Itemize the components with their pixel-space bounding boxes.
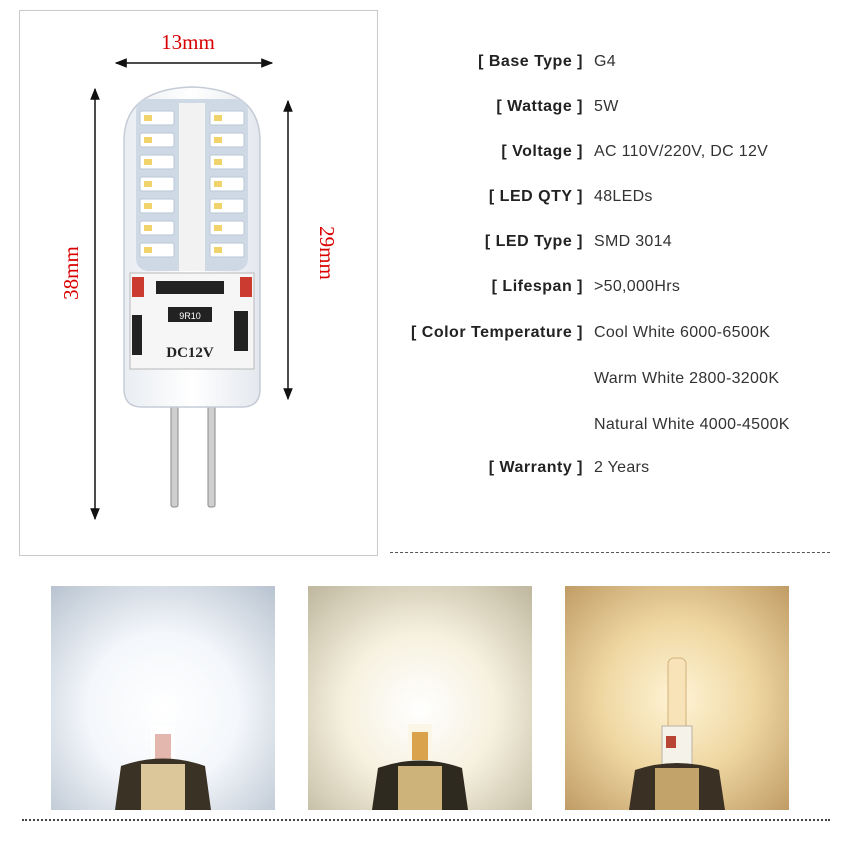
body-dimension-label: 29mm (315, 226, 339, 280)
bulb-pin-right (207, 394, 216, 508)
spec-value: >50,000Hrs (594, 278, 681, 295)
natural-white-photo (308, 586, 532, 810)
spec-row: [ Color Temperature ] Cool White 6000-650… (380, 321, 840, 345)
height-dimension-label: 38mm (59, 246, 83, 300)
led-core (136, 99, 248, 271)
cool-white-photo (51, 586, 275, 810)
width-dimension-label: 13mm (161, 30, 215, 54)
spec-value: 2 Years (594, 459, 650, 476)
bulb-pin-left (170, 394, 179, 508)
spec-row: Warm White 2800-3200K (380, 367, 840, 391)
spec-value: AC 110V/220V, DC 12V (594, 143, 769, 160)
spec-value: 5W (594, 98, 619, 115)
spec-label: [ Lifespan ] (491, 278, 583, 295)
spec-value: Natural White 4000-4500K (594, 416, 790, 433)
chip-label: 9R10 (179, 311, 201, 321)
spec-label: [ LED QTY ] (488, 188, 583, 205)
spec-row: [ Voltage ] AC 110V/220V, DC 12V (380, 140, 840, 164)
spec-label: [ Wattage ] (496, 98, 583, 115)
spec-row: [ Base Type ] G4 (380, 50, 840, 74)
dotted-divider (22, 819, 830, 821)
spec-label: [ Color Temperature ] (411, 324, 583, 341)
spec-row: [ Warranty ] 2 Years (380, 456, 840, 480)
bulb-dimension-diagram: 13mm 38mm 29mm (19, 10, 378, 556)
spec-row: Natural White 4000-4500K (380, 413, 840, 437)
spec-label: [ LED Type ] (484, 233, 583, 250)
spec-row: [ LED Type ] SMD 3014 (380, 230, 840, 254)
spec-value: SMD 3014 (594, 233, 672, 250)
dashed-divider (390, 552, 830, 553)
spec-row: [ Lifespan ] >50,000Hrs (380, 275, 840, 299)
spec-value: Warm White 2800-3200K (594, 370, 780, 387)
spec-label: [ Base Type ] (478, 53, 583, 70)
warm-white-photo (565, 586, 789, 810)
spec-value: Cool White 6000-6500K (594, 324, 771, 341)
spec-label: [ Warranty ] (488, 459, 583, 476)
board-voltage-label: DC12V (166, 345, 214, 361)
spec-row: [ Wattage ] 5W (380, 95, 840, 119)
driver-board: 9R10 DC12V (129, 272, 255, 370)
spec-row: [ LED QTY ] 48LEDs (380, 185, 840, 209)
spec-label: [ Voltage ] (501, 143, 583, 160)
spec-value: 48LEDs (594, 188, 653, 205)
spec-value: G4 (594, 53, 616, 70)
